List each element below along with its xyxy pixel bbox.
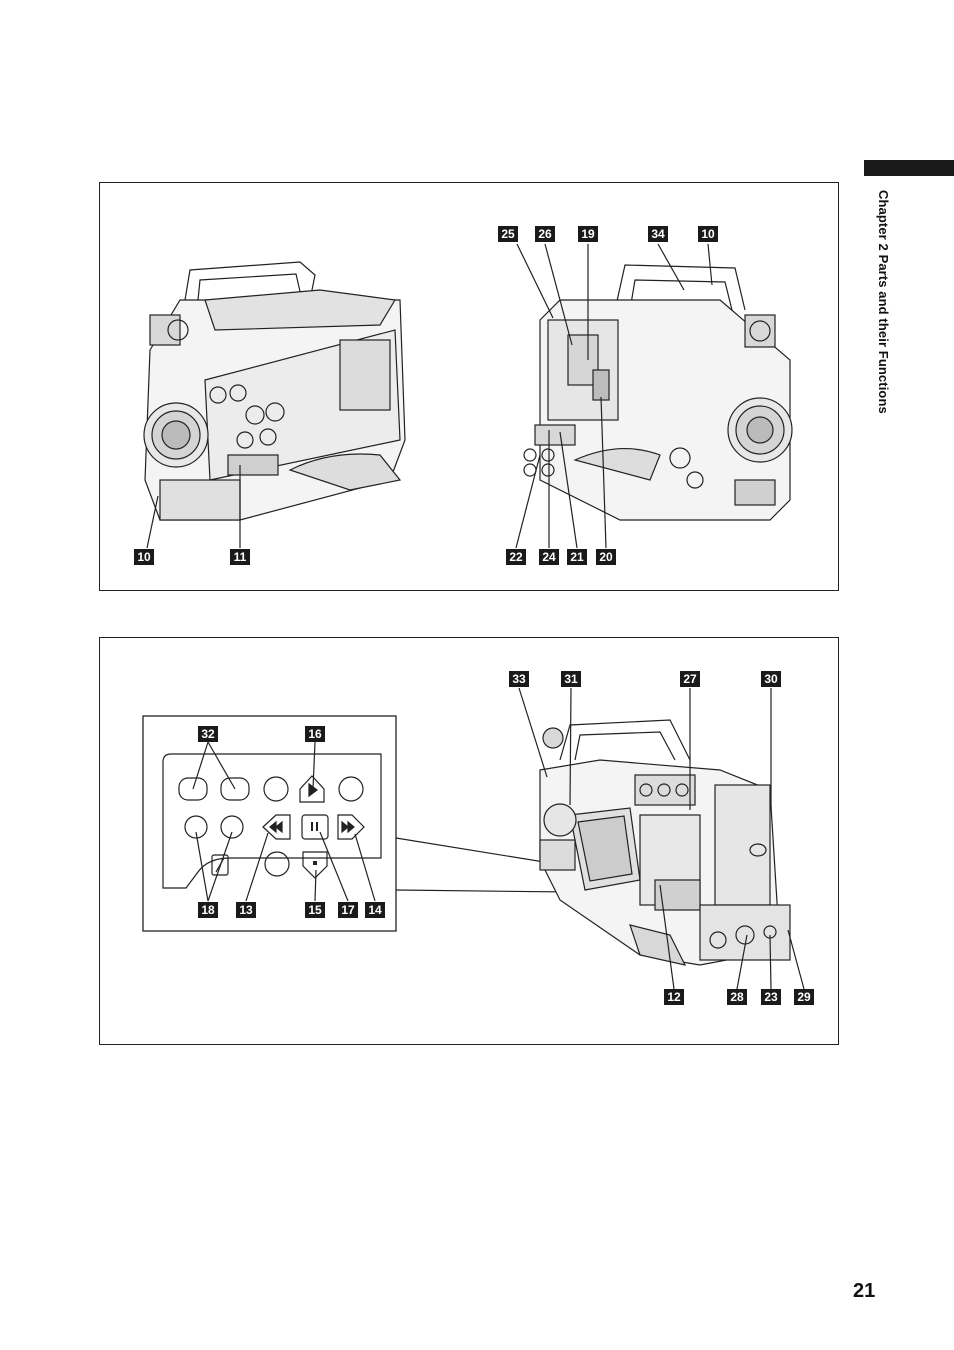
callout-30: 30	[761, 671, 781, 687]
callout-15: 15	[305, 902, 325, 918]
callout-32: 32	[198, 726, 218, 742]
callout-29: 29	[794, 989, 814, 1005]
callout-16: 16	[305, 726, 325, 742]
camera-bottom-view	[518, 687, 805, 990]
callout-17: 17	[338, 902, 358, 918]
callout-20: 20	[596, 549, 616, 565]
callout-12: 12	[664, 989, 684, 1005]
callout-22: 22	[506, 549, 526, 565]
page-number: 21	[853, 1280, 876, 1302]
chapter-tab-bar	[864, 160, 954, 176]
callout-27: 27	[680, 671, 700, 687]
bottom-figure-frame	[99, 637, 839, 1045]
callout-25: 25	[498, 226, 518, 242]
callout-18: 18	[198, 902, 218, 918]
callout-26: 26	[535, 226, 555, 242]
callout-31: 31	[561, 671, 581, 687]
top-figure-frame	[99, 182, 839, 591]
callout-10-left: 10	[134, 549, 154, 565]
callout-21: 21	[567, 549, 587, 565]
callout-11: 11	[230, 549, 250, 565]
camera-left-view	[143, 261, 406, 549]
callout-24: 24	[539, 549, 559, 565]
callout-28: 28	[727, 989, 747, 1005]
callout-13: 13	[236, 902, 256, 918]
callout-10-right: 10	[698, 226, 718, 242]
camera-right-view	[515, 243, 793, 549]
callout-19: 19	[578, 226, 598, 242]
callout-14: 14	[365, 902, 385, 918]
control-inset	[142, 715, 656, 932]
callout-33: 33	[509, 671, 529, 687]
callout-23: 23	[761, 989, 781, 1005]
callout-34: 34	[648, 226, 668, 242]
chapter-title: Chapter 2 Parts and their Functions	[876, 190, 891, 414]
